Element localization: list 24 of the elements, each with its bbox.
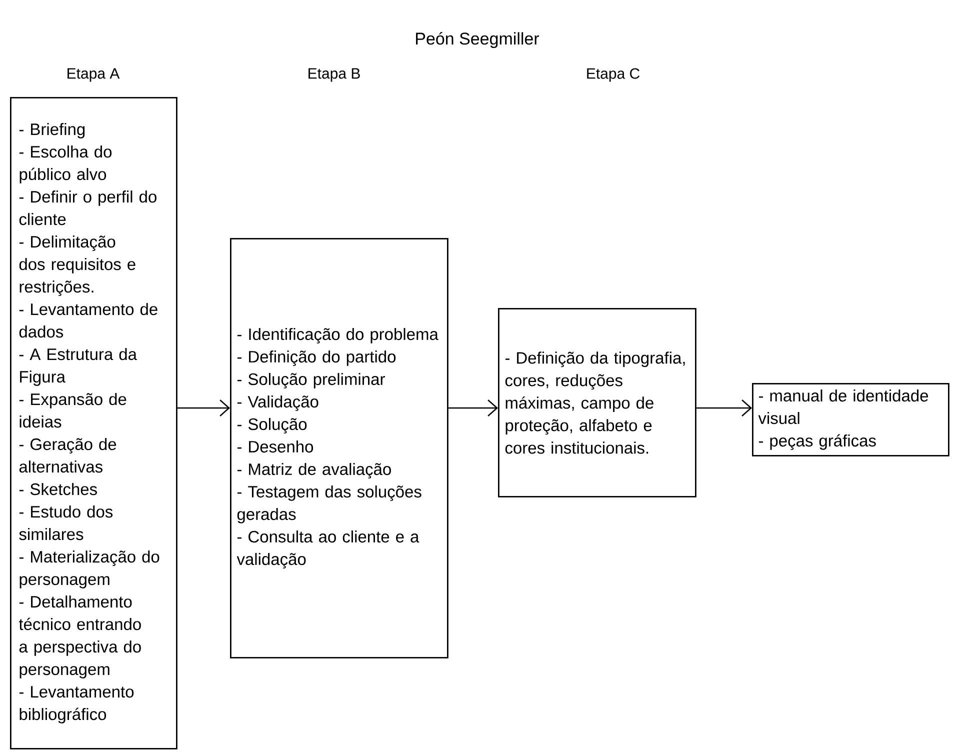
stage-box: - Definição da tipografia, cores, reduções máximas, campo de proteção, alfabeto e cores institucionais. [498,308,696,498]
arrow [696,400,752,416]
arrow [448,400,498,416]
node-label: - Estudo dos similares [19,506,113,540]
node-label: - Delimitação dos requisitos e restrições. [19,236,136,296]
node-label: - Definir o perfil do cliente [19,190,156,226]
node-label: - Levantamento de dados [19,303,158,338]
node-label: - Geração de alternativas [19,438,116,473]
node-label: - A Estrutura da Figura [19,348,137,386]
node-label: - Briefing [19,123,85,138]
stage-heading: Etapa A [68,68,120,82]
node-label: - Escolha do público alvo [19,146,112,184]
node-label: - Detalhamento técnico entrando a perspectiva do personagem [18,596,141,678]
stage-heading: Etapa B [308,68,360,82]
stage-heading: Etapa C [587,68,640,82]
arrow [177,400,230,416]
stage-box: - Briefing - Escolha do público alvo - Definir o perfil do cliente - Delimitação dos requisitos e restrições. - Levantamento de dados - A Estrutura da Figura - Expansão de ideias - Geração de alternativas - Sketches - Estudo dos similares - Materialização do personagem - Detalhamento técnico entrando a perspectiva do personagem - Levantamento bibliográfico [10,97,178,750]
node-label: - Sketches [19,483,97,496]
node-label: - Levantamento bibliográfico [19,686,134,724]
stage-box: - manual de identidade visual - peças gráficas [752,383,950,456]
node-label: - Expansão de ideias [19,393,126,428]
node-label: - Materialização do personagem [19,550,160,588]
stage-box: - Identificação do problema - Definição do partido - Solução preliminar - Validação - Solução - Desenho - Matriz de avaliação - Testagem das soluções geradas - Consulta ao cliente e a validação [230,238,448,658]
title: Peón Seegmiller [416,32,540,48]
